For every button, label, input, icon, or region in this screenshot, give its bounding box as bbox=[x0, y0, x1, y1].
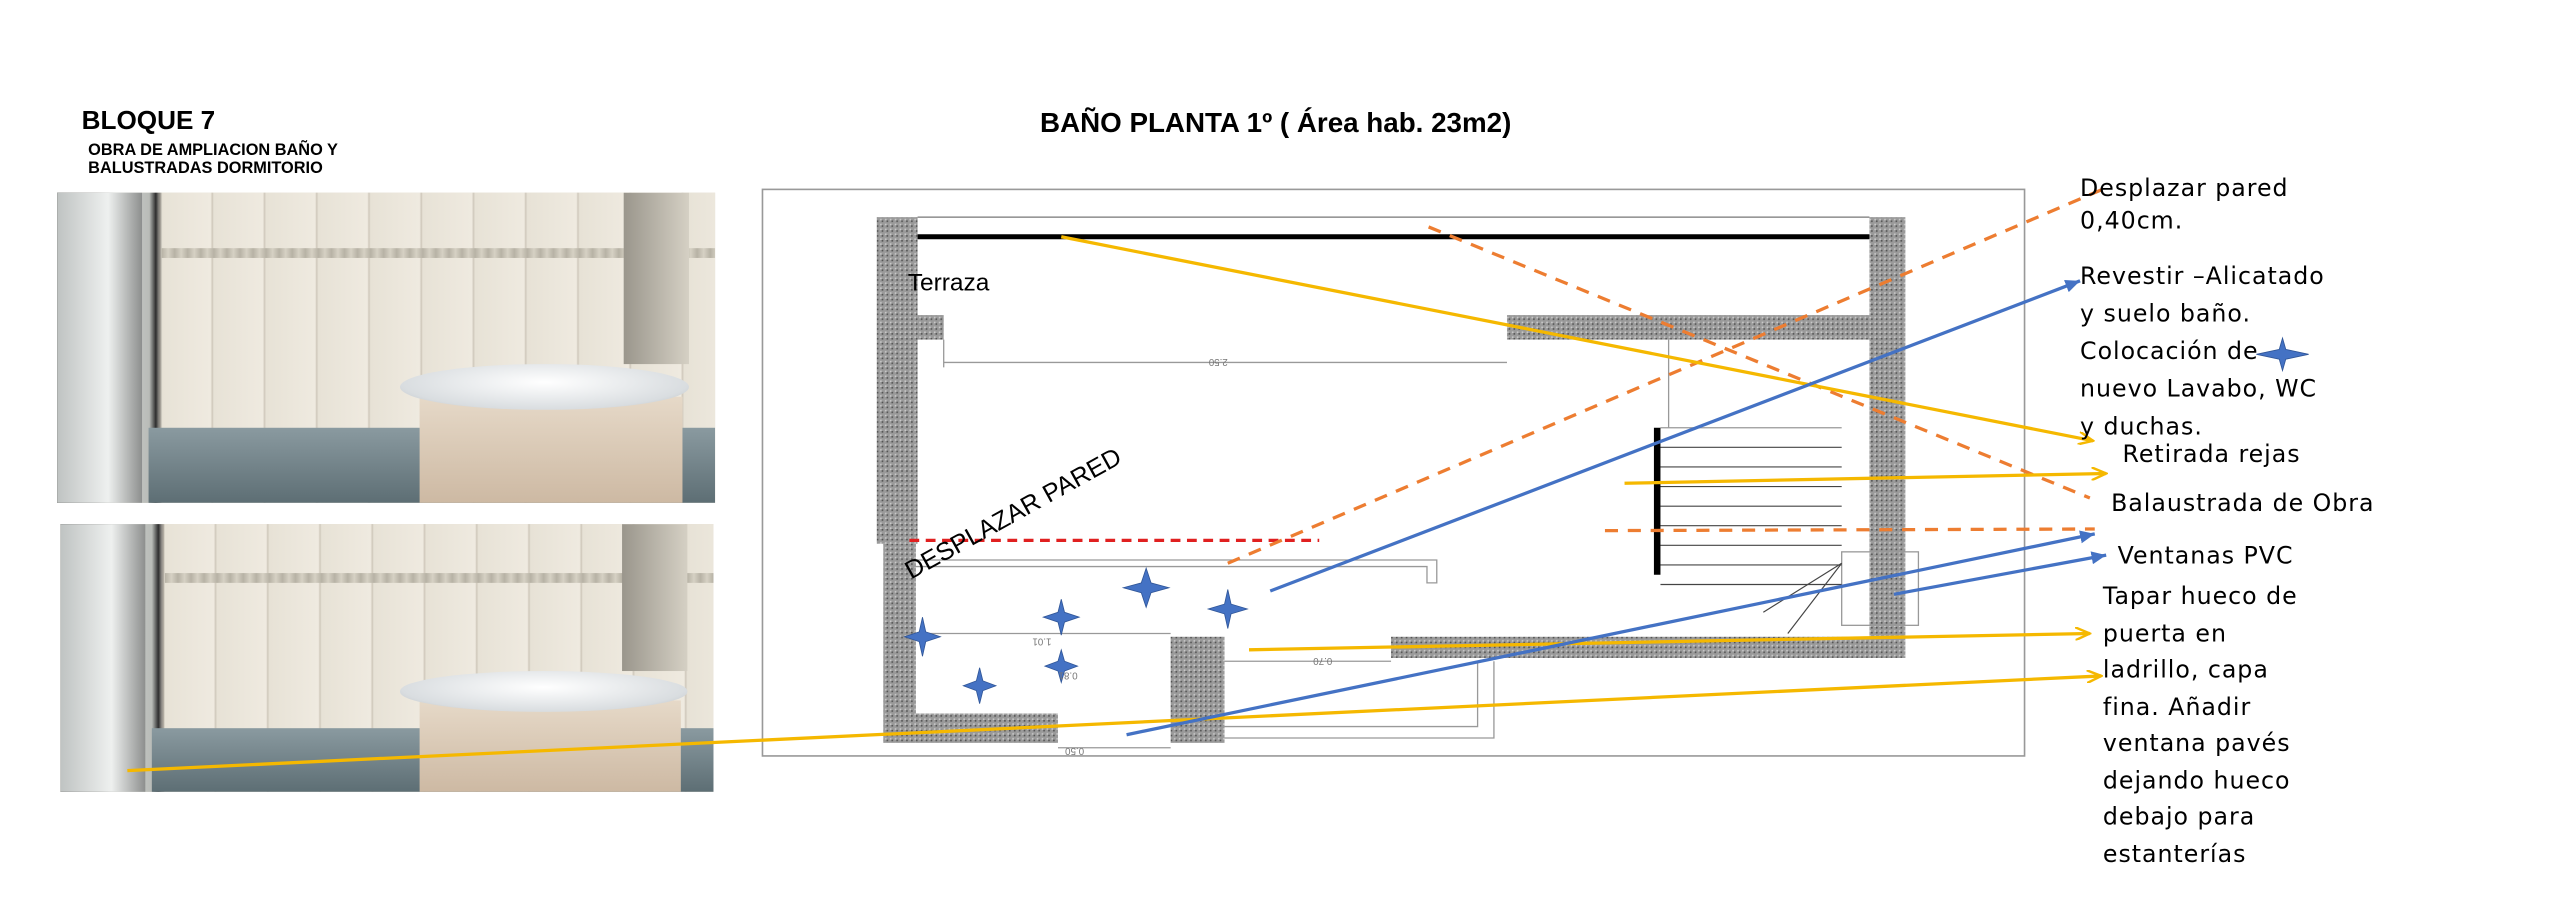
walls bbox=[876, 217, 1906, 743]
note-line: nuevo Lavabo, WC bbox=[2080, 377, 2318, 404]
dimension-label: 2.50 bbox=[1208, 356, 1228, 367]
room-label: Terraza bbox=[908, 270, 990, 297]
note-line: estanterías bbox=[2102, 841, 2247, 868]
star-icon bbox=[1043, 648, 1079, 684]
note-line: Desplazar pared bbox=[2080, 176, 2289, 203]
subtitle-line: BALUSTRADAS DORMITORIO bbox=[88, 160, 323, 178]
dimension-label: 1.01 bbox=[1032, 635, 1051, 646]
note-line: debajo para bbox=[2102, 804, 2256, 832]
plan-title: BAÑO PLANTA 1º ( Área hab. 23m2) bbox=[1040, 107, 1512, 139]
note-line: Colocación de bbox=[2080, 339, 2259, 366]
dimension-label: 0.81 bbox=[1059, 670, 1078, 681]
tiling-stars bbox=[903, 336, 2309, 704]
blue-leaders bbox=[1126, 279, 2107, 737]
subtitle-line: OBRA DE AMPLIACION BAÑO Y bbox=[88, 142, 338, 161]
star-icon bbox=[903, 617, 942, 657]
bathroom-photo-1 bbox=[57, 192, 716, 503]
note-tiling: Revestir –Alicatado y suelo baño. Coloca… bbox=[2080, 260, 2325, 448]
star-icon bbox=[1121, 566, 1171, 609]
note-line: puerta en bbox=[2102, 621, 2227, 648]
note-line: ladrillo, capa bbox=[2102, 657, 2269, 685]
note-line: dejando hueco bbox=[2102, 768, 2291, 795]
note-line: ventana pavés bbox=[2102, 731, 2291, 758]
note-remove-bars: Retirada rejas bbox=[2122, 442, 2301, 469]
star-icon bbox=[962, 667, 998, 704]
block-subtitle: OBRA DE AMPLIACION BAÑO Y BALUSTRADAS DO… bbox=[88, 142, 338, 178]
star-icon bbox=[2256, 336, 2309, 373]
block-title: BLOQUE 7 bbox=[81, 107, 216, 136]
dimension-label: 0.70 bbox=[1313, 655, 1333, 666]
note-line: y duchas. bbox=[2080, 414, 2203, 441]
plan-frame bbox=[761, 188, 2026, 757]
note-balustrade: Balaustrada de Obra bbox=[2111, 491, 2375, 518]
yellow-leaders bbox=[127, 235, 2106, 773]
note-door-gap: Tapar hueco de puerta en ladrillo, capa … bbox=[2103, 580, 2298, 874]
note-line: y suelo baño. bbox=[2080, 302, 2251, 329]
star-icon bbox=[1042, 599, 1081, 636]
note-line: Revestir –Alicatado bbox=[2080, 264, 2325, 291]
star-icon bbox=[1206, 589, 1249, 629]
dimension-label: 0.50 bbox=[1065, 745, 1085, 756]
note-move-wall: Desplazar pared 0,40cm. bbox=[2080, 173, 2288, 238]
note-windows: Ventanas PVC bbox=[2117, 543, 2294, 570]
note-line: fina. Añadir bbox=[2102, 694, 2252, 721]
note-line: Tapar hueco de bbox=[2102, 584, 2298, 611]
stairs bbox=[1660, 446, 1843, 634]
note-line: 0,40cm. bbox=[2080, 208, 2184, 236]
orange-leaders bbox=[1227, 186, 2107, 565]
